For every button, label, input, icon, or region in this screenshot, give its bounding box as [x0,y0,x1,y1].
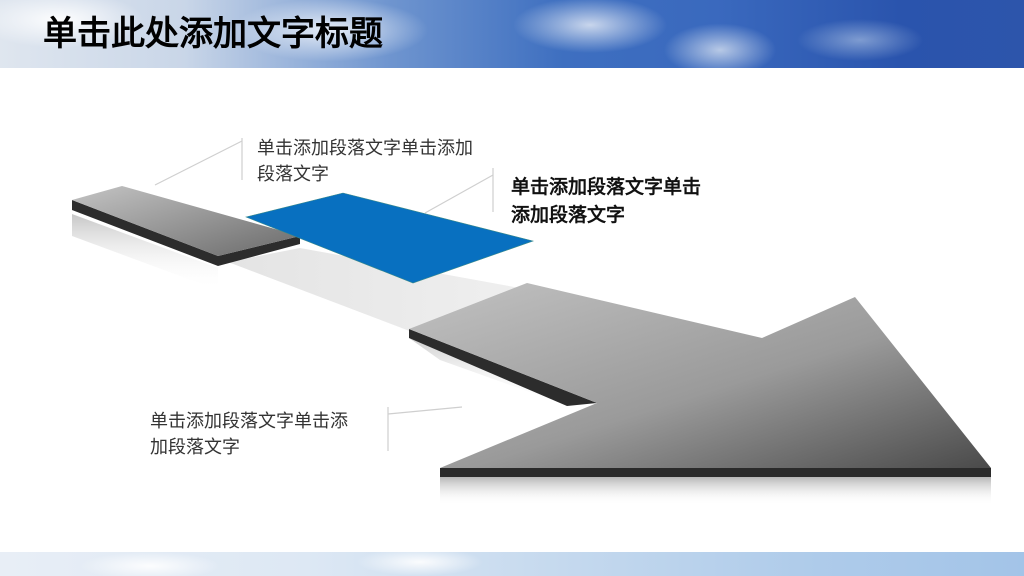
slab-edge [72,200,300,266]
step-1-line-2: 段落文字 [257,164,329,185]
arrow-reflection [440,477,991,505]
step-2-line-1: 单击添加段落文字单击 [511,176,702,198]
arrow-bottom-edge [440,468,991,477]
header-sky-banner [0,0,1024,68]
leader-line-2 [424,168,494,214]
step-1-gray-slab[interactable] [72,186,300,290]
slab-top-face [72,186,300,256]
arrow-side-edge [409,329,597,406]
step-2-blue-panel[interactable] [245,192,535,284]
step-1-line-1: 单击添加段落文字单击添加 [257,138,473,159]
leader-line-3 [387,406,463,451]
step-2-text[interactable]: 单击添加段落文字单击 添加段落文字 [511,173,701,229]
step-3-line-1: 单击添加段落文字单击添 [150,411,348,432]
step-2-line-2: 添加段落文字 [511,204,626,226]
floor-shadow [228,248,520,335]
slide-title[interactable]: 单击此处添加文字标题 [43,14,383,54]
step-3-gray-arrow[interactable] [409,283,991,505]
step-1-text[interactable]: 单击添加段落文字单击添加 段落文字 [257,136,473,188]
arrow-top-face [409,283,991,468]
step-3-line-2: 加段落文字 [150,437,240,458]
footer-sky-banner [0,552,1024,576]
slab-reflection [72,214,218,290]
step-3-text[interactable]: 单击添加段落文字单击添 加段落文字 [150,409,348,461]
leader-line-1 [154,138,243,186]
